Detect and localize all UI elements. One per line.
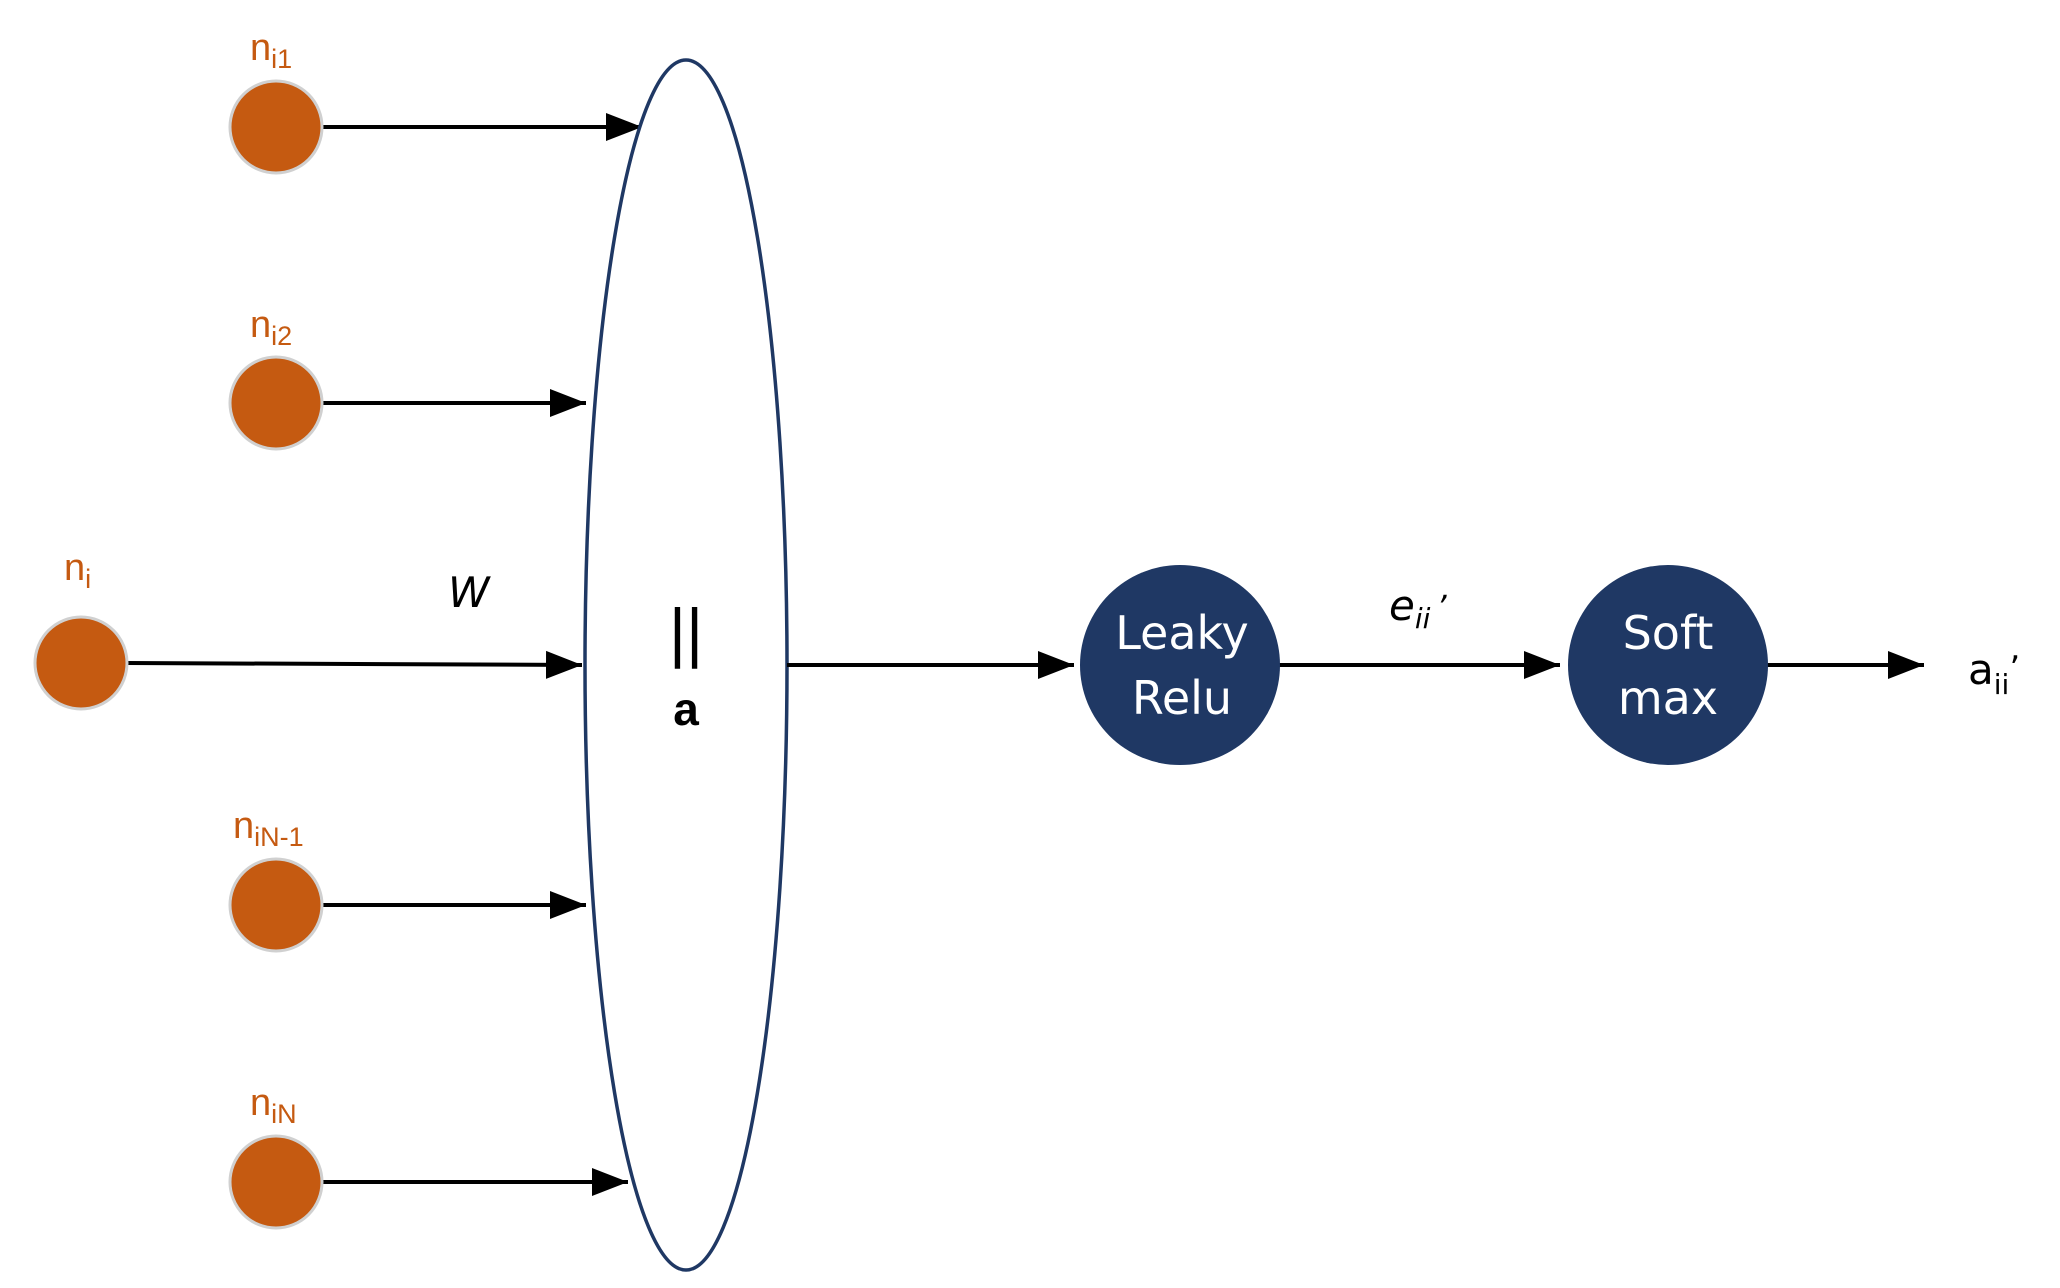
attention-vector-label: a — [673, 683, 699, 735]
node-ni1 — [228, 79, 324, 175]
node-niN — [228, 1134, 324, 1230]
softmax-label-line1: Soft — [1623, 606, 1714, 660]
softmax-node — [1568, 565, 1768, 765]
output-label: aii’ — [1968, 645, 2020, 701]
weight-label: W — [448, 568, 491, 617]
node-ni2 — [228, 355, 324, 451]
softmax-label-line2: max — [1618, 671, 1718, 725]
label-niN: niN — [250, 1082, 297, 1129]
leaky-relu-label-line1: Leaky — [1115, 606, 1249, 660]
label-ni2: ni2 — [250, 304, 292, 351]
label-niN-1: niN-1 — [233, 805, 304, 852]
label-ni: ni — [64, 547, 91, 594]
node-niN-1 — [228, 857, 324, 953]
concat-symbol: || — [669, 595, 703, 669]
label-ni1: ni1 — [250, 27, 292, 74]
edge-score-label: eii’ — [1389, 581, 1447, 635]
leaky-relu-node — [1080, 565, 1280, 765]
arrow-ni — [126, 650, 583, 679]
node-ni — [33, 615, 129, 711]
leaky-relu-label-line2: Relu — [1132, 671, 1232, 725]
